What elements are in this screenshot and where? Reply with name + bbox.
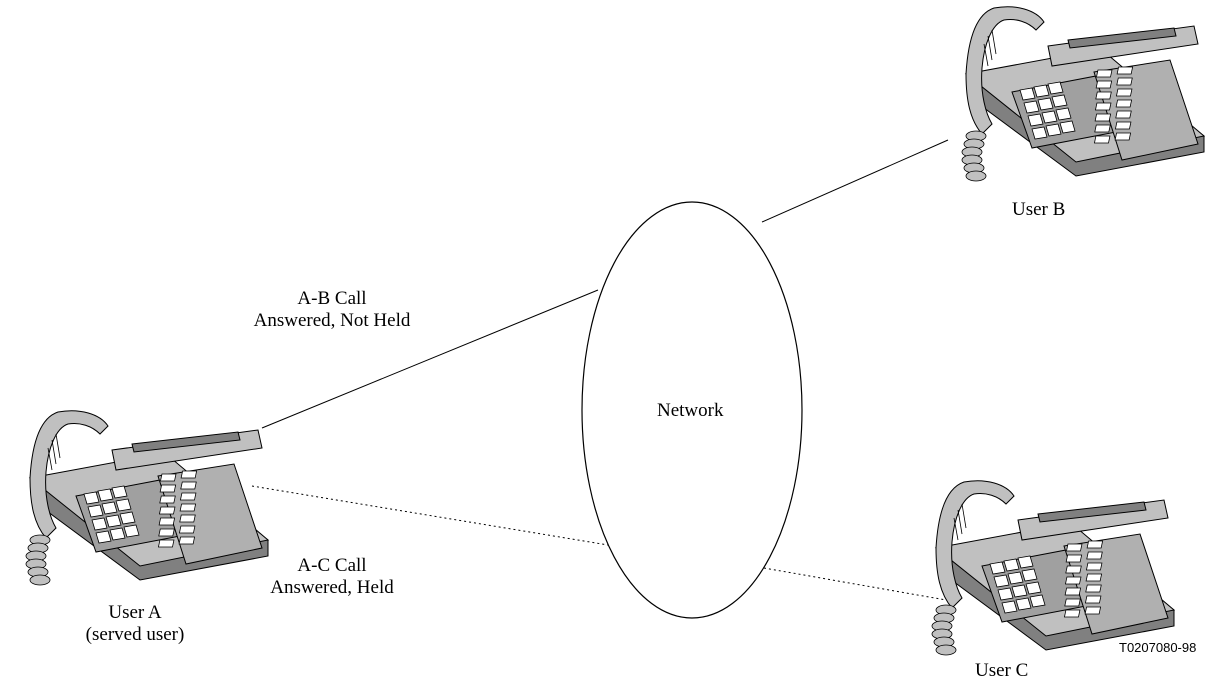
user-a-label-line2: (served user) <box>85 624 185 645</box>
link-network-user-b <box>761 139 949 223</box>
user-b-label: User B <box>1012 199 1066 220</box>
link-a-b-label-line2: Answered, Not Held <box>253 310 411 331</box>
network-label: Network <box>657 400 724 421</box>
link-a-c-label-line2: Answered, Held <box>270 577 394 598</box>
link-a-b-label: A-B Call Answered, Not Held <box>222 288 442 332</box>
telephone-icon-user-c <box>931 480 1175 656</box>
link-a-c-label: A-C Call Answered, Held <box>232 555 432 599</box>
figure-reference: T0207080-98 <box>1119 640 1197 655</box>
telephone-icon-user-b <box>961 6 1205 182</box>
link-a-c-label-line1: A-C Call <box>297 555 367 576</box>
user-c-label: User C <box>975 660 1029 681</box>
link-a-b-label-line1: A-B Call <box>297 288 367 309</box>
network-node <box>581 201 803 619</box>
link-a-b-main <box>261 289 599 429</box>
user-a-label: User A (served user) <box>60 602 210 646</box>
user-a-label-line1: User A <box>108 602 162 623</box>
link-network-user-c <box>763 567 947 601</box>
link-a-c-main <box>251 485 615 547</box>
